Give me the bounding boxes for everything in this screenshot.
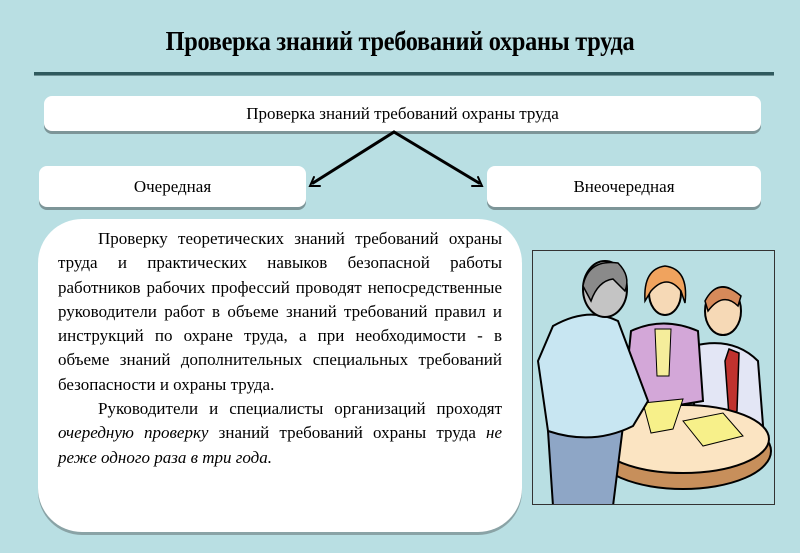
paragraph-2-part-1: Руководители и специалисты организаций п… [98, 399, 502, 419]
man-left-hair [582, 261, 628, 303]
diagram-label-extraordinary: Внеочередная [573, 176, 675, 196]
diagram-box-regular: Очередная [39, 166, 306, 207]
diagram-label-regular: Очередная [133, 176, 212, 196]
title-divider [34, 72, 774, 75]
paragraph-2-part-2: знаний требований охраны труда [208, 423, 487, 443]
paragraph-2: Руководители и специалисты организаций п… [58, 397, 502, 470]
paragraph-2-italic-2: не реже одного раза в три года. [58, 423, 503, 467]
paper-2 [682, 412, 744, 447]
paragraph-1: Проверку теоретических знаний требований… [58, 229, 502, 394]
description-text-box: Проверку теоретических знаний требований… [38, 219, 522, 532]
illustration-svg [533, 251, 774, 504]
diagram-root-box: Проверка знаний требований охраны труда [44, 96, 761, 131]
woman-blouse [654, 328, 672, 377]
woman-hair [644, 265, 687, 304]
arrow-head-left-icon [308, 176, 321, 187]
man-left-shirt [536, 313, 650, 439]
slide-title: Проверка знаний требований охраны труда [165, 26, 635, 56]
arrow-head-right-icon [471, 176, 484, 187]
diagram-root-label: Проверка знаний требований охраны труда [246, 103, 559, 123]
paragraph-2-italic-1: очередную проверку [58, 423, 209, 443]
diagram-box-extraordinary: Внеочередная [487, 166, 761, 207]
paper-1 [642, 398, 684, 434]
arrow-to-regular [311, 130, 396, 185]
people-meeting-clipart-icon [532, 250, 775, 505]
arrow-to-extraordinary [392, 130, 481, 185]
man-right-hair [704, 286, 742, 313]
